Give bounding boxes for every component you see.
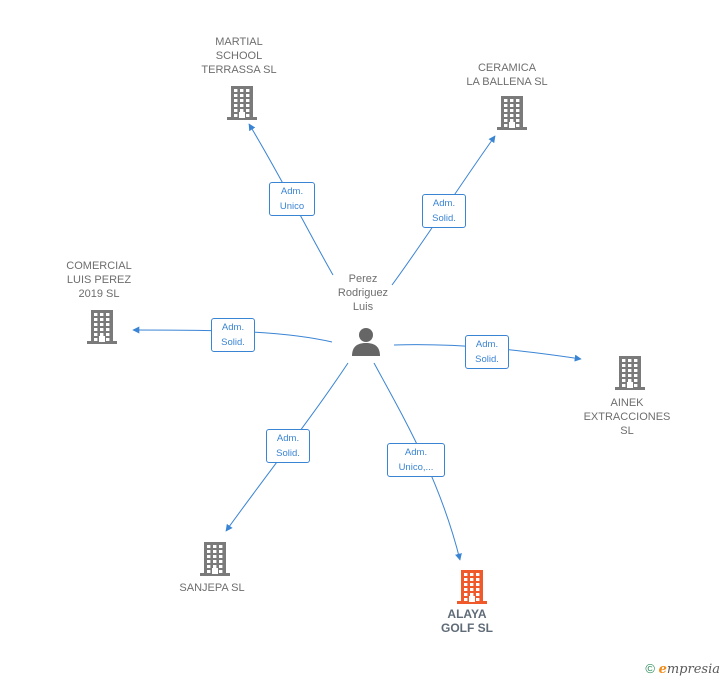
- building-icon-martial[interactable]: [226, 86, 258, 125]
- brand-logo: empresia: [658, 662, 720, 677]
- edge-label-comercial[interactable]: Adm. Solid.: [211, 318, 255, 352]
- company-label-sanjepa[interactable]: SANJEPA SL: [179, 582, 245, 594]
- building-icon-ceramica[interactable]: [496, 96, 528, 135]
- edge-label-alaya[interactable]: Adm. Unico,...: [387, 443, 445, 477]
- footer-brand: © empresia: [645, 661, 720, 677]
- building-icon-comercial[interactable]: [86, 310, 118, 349]
- building-icon-alaya[interactable]: [456, 570, 488, 609]
- edge-label-ceramica[interactable]: Adm. Solid.: [422, 194, 466, 228]
- building-icon-ainek[interactable]: [614, 356, 646, 395]
- center-person-label: Perez Rodriguez Luis: [337, 273, 389, 313]
- copyright-icon: ©: [645, 661, 655, 676]
- edge-label-ainek[interactable]: Adm. Solid.: [465, 335, 509, 369]
- edge-label-sanjepa[interactable]: Adm. Solid.: [266, 429, 310, 463]
- company-label-martial[interactable]: MARTIAL SCHOOL TERRASSA SL: [201, 36, 277, 76]
- edge-label-martial[interactable]: Adm. Unico: [269, 182, 315, 216]
- company-label-ceramica[interactable]: CERAMICA LA BALLENA SL: [466, 62, 548, 88]
- company-label-alaya[interactable]: ALAYA GOLF SL: [441, 607, 493, 635]
- person-icon: [350, 327, 382, 362]
- company-label-ainek[interactable]: AINEK EXTRACCIONES SL: [583, 397, 671, 437]
- building-icon-sanjepa[interactable]: [199, 542, 231, 581]
- company-label-comercial[interactable]: COMERCIAL LUIS PEREZ 2019 SL: [66, 260, 132, 300]
